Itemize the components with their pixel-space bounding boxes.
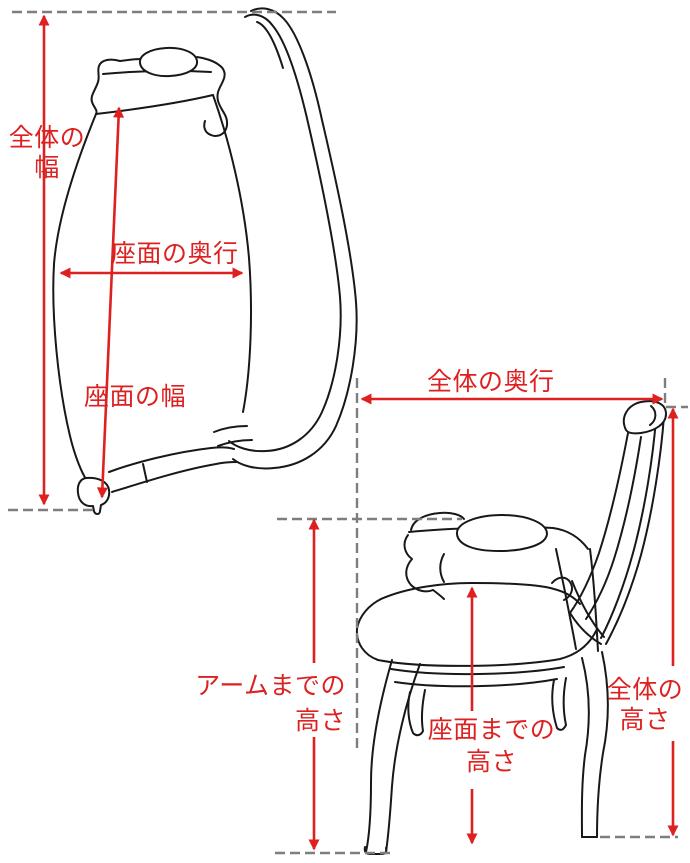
label-seat-height: 座面までの高さ [424, 714, 559, 778]
label-arm-height-line2: 高さ [294, 706, 346, 735]
side-view-arm-cushion [456, 514, 548, 552]
label-overall-width-line2: 幅 [34, 153, 60, 182]
top-view-chair-drawing [52, 7, 358, 515]
seat-width-arrow [96, 106, 125, 499]
dimension-arrows [38, 14, 679, 851]
top-view-front-foot [76, 476, 111, 515]
label-arm-height: アームまでの高さ [178, 668, 346, 738]
side-view-chair-drawing [355, 400, 667, 855]
label-seat-height-line1: 座面までの [427, 715, 556, 744]
label-overall-height-line2: 高さ [619, 705, 671, 734]
label-overall-width-line1: 全体の [8, 123, 86, 152]
top-view-seat [52, 94, 253, 515]
side-view-back-top-scroll [622, 400, 667, 435]
label-overall-height: 全体の高さ [601, 675, 689, 735]
label-overall-depth: 全体の奥行 [427, 367, 555, 396]
side-view-seat [355, 580, 605, 688]
top-view-backrest [90, 46, 229, 137]
label-seat-height-line2: 高さ [465, 747, 517, 776]
label-overall-height-line1: 全体の [606, 675, 684, 704]
label-seat-depth: 座面の奥行 [111, 239, 239, 268]
top-view-headrest-pillow [138, 46, 199, 78]
side-view-legs [363, 651, 609, 855]
top-view-armrest-loop [228, 7, 358, 470]
label-arm-height-line1: アームまでの [195, 671, 346, 700]
side-view-armrest [403, 511, 599, 652]
label-overall-width: 全体の幅 [3, 123, 91, 183]
side-view-backrest [569, 400, 667, 645]
extent-dashed-lines [8, 10, 688, 855]
label-seat-width: 座面の幅 [84, 382, 187, 411]
